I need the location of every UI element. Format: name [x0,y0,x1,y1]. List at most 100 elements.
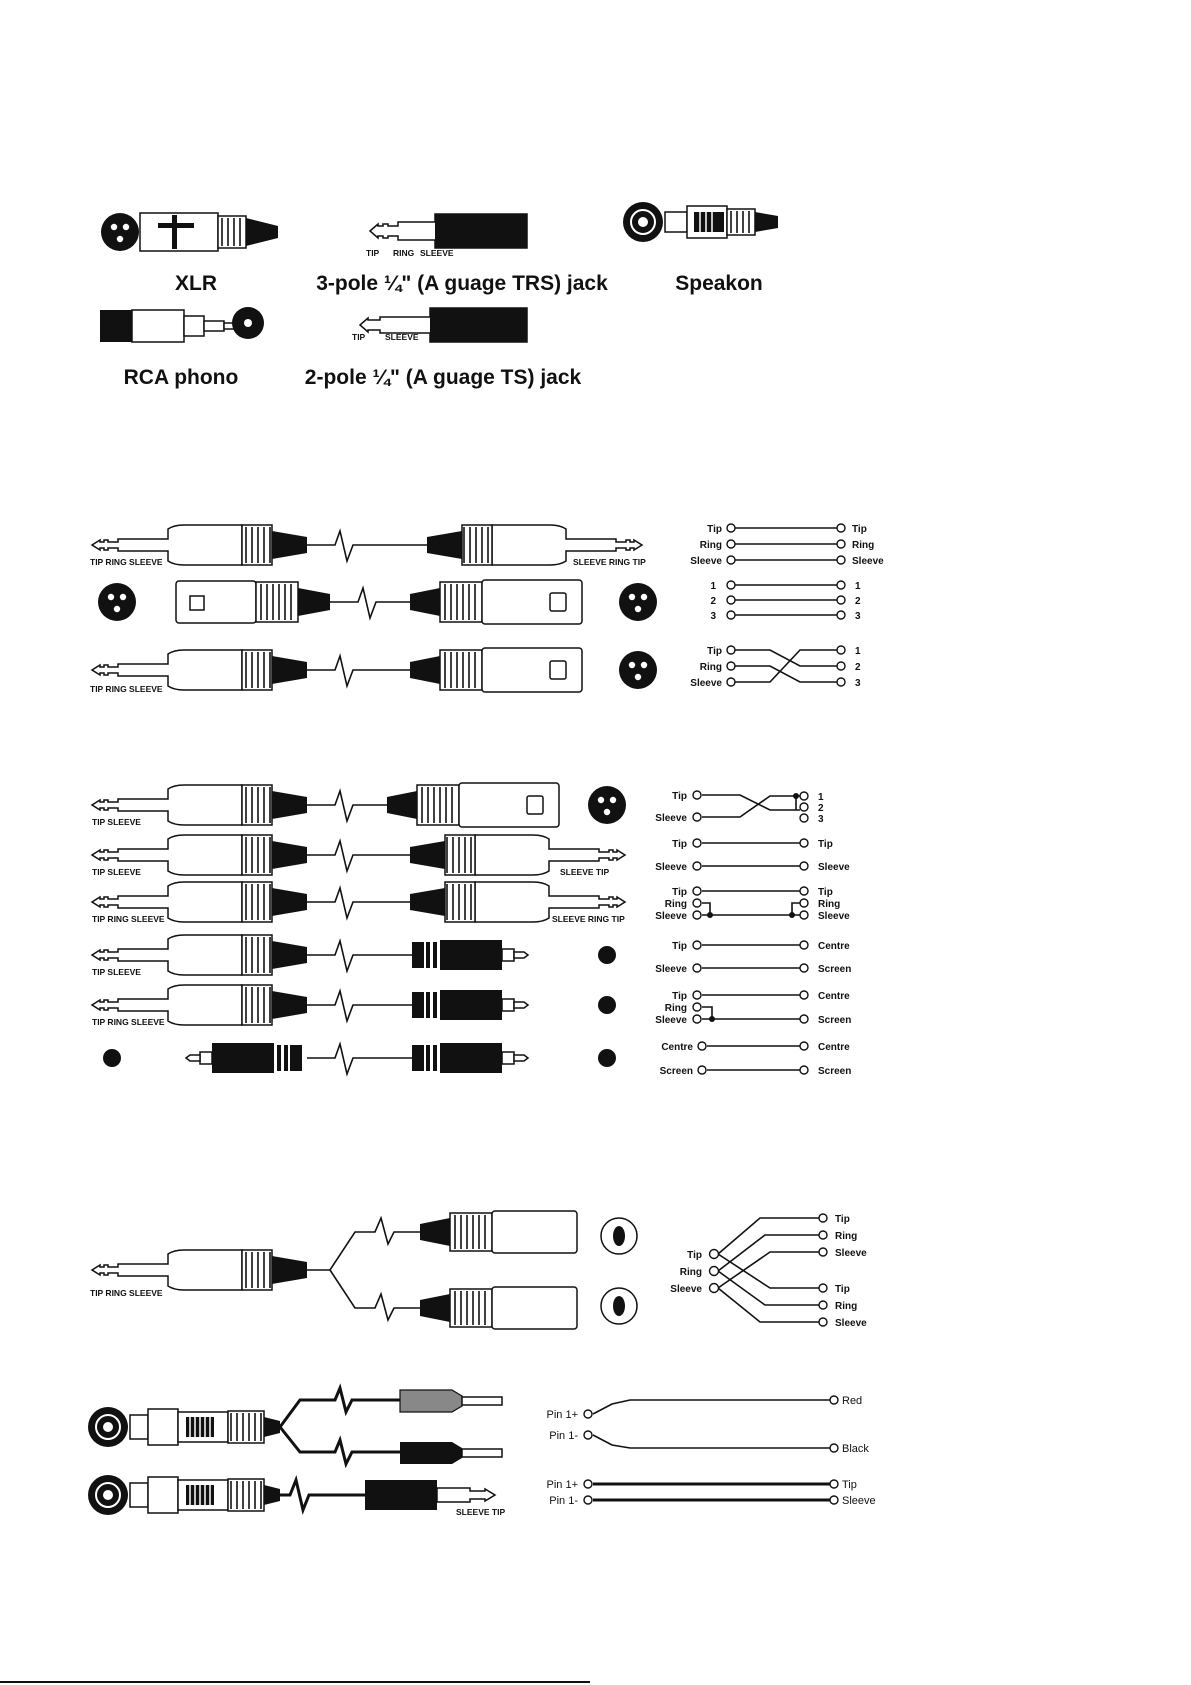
cable-trs-to-xlr [91,647,657,693]
cable-speakon-to-banana [87,1383,503,1469]
cable-trs-to-trs-unbalanced [91,881,625,923]
plug-label-trs-left: TIP RING SLEEVE [90,684,163,694]
pin-label: 1 [855,581,861,592]
pin-label: Sleeve [655,813,687,824]
connector-types: XLR TIP RING SLEEVE 3-pole ¼" (A guage T… [100,201,778,389]
unbalanced-cables: TIP SLEEVE TIP SLEEVE SLEEVE TIP TIP RIN… [91,782,851,1077]
pin-label: Sleeve [842,1495,876,1507]
pin-label: Sleeve [852,556,884,567]
plug-label-ts-left: TIP SLEEVE [92,867,141,877]
plug-label-ts-right: SLEEVE TIP [560,867,609,877]
pin-label: Tip [672,991,687,1002]
pin-label: Sleeve [835,1318,867,1329]
pin-label: Ring [852,540,874,551]
pin-label: Black [842,1443,869,1455]
pin-label: 2 [710,596,716,607]
trs-tip-label: TIP [366,248,380,258]
pin-label: Tip [687,1250,702,1261]
plug-label-ts-left: TIP SLEEVE [92,817,141,827]
pin-label: Pin 1+ [547,1409,579,1421]
rca-connector-illustration [100,307,264,343]
trs-ring-label: RING [393,248,415,258]
pin-label: Tip [835,1214,850,1225]
pin-label: Tip [842,1479,857,1491]
pin-label: Ring [680,1267,702,1278]
pin-label: Sleeve [818,862,850,873]
pin-label: 2 [818,803,824,814]
y-split-cable [91,1210,638,1330]
pin-label: Ring [700,540,722,551]
pin-label: Tip [835,1284,850,1295]
plug-label-ts-left: TIP SLEEVE [92,967,141,977]
pin-label: Sleeve [655,862,687,873]
pin-label: Sleeve [655,911,687,922]
pin-label: Sleeve [670,1284,702,1295]
pin-label: Sleeve [655,1015,687,1026]
cable-trs-to-trs [91,524,642,566]
pin-label: Tip [707,524,722,535]
pin-label: Centre [818,991,850,1002]
pin-label: 1 [855,646,861,657]
trs-jack-illustration [368,213,528,249]
pin-label: Sleeve [818,911,850,922]
plug-label-speakon-jack: SLEEVE TIP [456,1507,505,1517]
pin-label: 2 [855,662,861,673]
pin-label: Sleeve [835,1248,867,1259]
pin-label: Pin 1+ [547,1479,579,1491]
pin-label: Tip [672,791,687,802]
pin-label: Tip [852,524,867,535]
pin-label: Pin 1- [549,1495,578,1507]
pin-label: 1 [710,581,716,592]
pin-label: Tip [672,839,687,850]
ts-jack-illustration [358,307,528,343]
trs-jack-caption: 3-pole ¼" (A guage TRS) jack [316,272,608,295]
pin-label: Tip [672,887,687,898]
pin-label: Ring [700,662,722,673]
wiring-ts-xlr: Tip Sleeve 1 2 3 [655,790,824,825]
pin-label: Sleeve [690,556,722,567]
pin-label: Screen [818,964,851,975]
cable-ts-to-xlr [91,782,626,828]
cable-trs-to-rca [91,984,616,1026]
xlr-caption: XLR [175,272,217,295]
rca-caption: RCA phono [124,366,239,389]
pin-label: Screen [818,1015,851,1026]
pin-label: Sleeve [655,964,687,975]
pin-label: Ring [665,1003,687,1014]
pin-label: Ring [835,1231,857,1242]
speakon-caption: Speakon [675,272,763,295]
wiring-trs-xlr: Tip Ring Sleeve 1 2 3 [690,645,861,689]
pin-label: Sleeve [690,678,722,689]
pin-label: Screen [818,1066,851,1077]
pin-label: 3 [818,814,824,825]
pin-label: Ring [818,899,840,910]
pin-label: 3 [855,678,861,689]
pin-label: Tip [707,646,722,657]
wiring-xlr-xlr: 1 2 3 1 2 3 [710,580,861,622]
trs-sleeve-label: SLEEVE [420,248,454,258]
ts-tip-label: TIP [352,332,366,342]
pin-label: 2 [855,596,861,607]
pin-label: Tip [818,839,833,850]
wiring-trs-trs: Tip Ring Sleeve Tip Ring Sleeve [690,523,884,567]
cable-speakon-to-jack [87,1474,497,1516]
pin-label: Red [842,1395,862,1407]
plug-label-trs-right: SLEEVE RING TIP [573,557,646,567]
xlr-connector-illustration [101,212,278,252]
pin-label: Tip [818,887,833,898]
pin-label: Screen [660,1066,693,1077]
plug-label-trs-left: TIP RING SLEEVE [90,557,163,567]
cable-ts-to-rca [91,934,616,976]
wiring-ts-rca: Tip Sleeve Centre Screen [655,940,851,975]
wiring-trs-rca: Tip Ring Sleeve Centre Screen [655,990,851,1026]
plug-label-trs-left: TIP RING SLEEVE [92,1017,165,1027]
wiring-trs-trs-unbalanced: Tip Ring Sleeve Tip Ring Sleeve [655,886,850,922]
pin-label: Centre [661,1042,693,1053]
wiring-speakon-jack: Pin 1+ Pin 1- Tip Sleeve [547,1479,876,1507]
balanced-cables: TIP RING SLEEVE SLEEVE RING TIP TIP RING… [90,523,884,694]
speakon-connector-illustration [622,201,778,243]
ts-sleeve-label: SLEEVE [385,332,419,342]
plug-label-trs-right: SLEEVE RING TIP [552,914,625,924]
plug-label-trs-left: TIP RING SLEEVE [92,914,165,924]
cable-ts-to-ts [91,834,625,876]
